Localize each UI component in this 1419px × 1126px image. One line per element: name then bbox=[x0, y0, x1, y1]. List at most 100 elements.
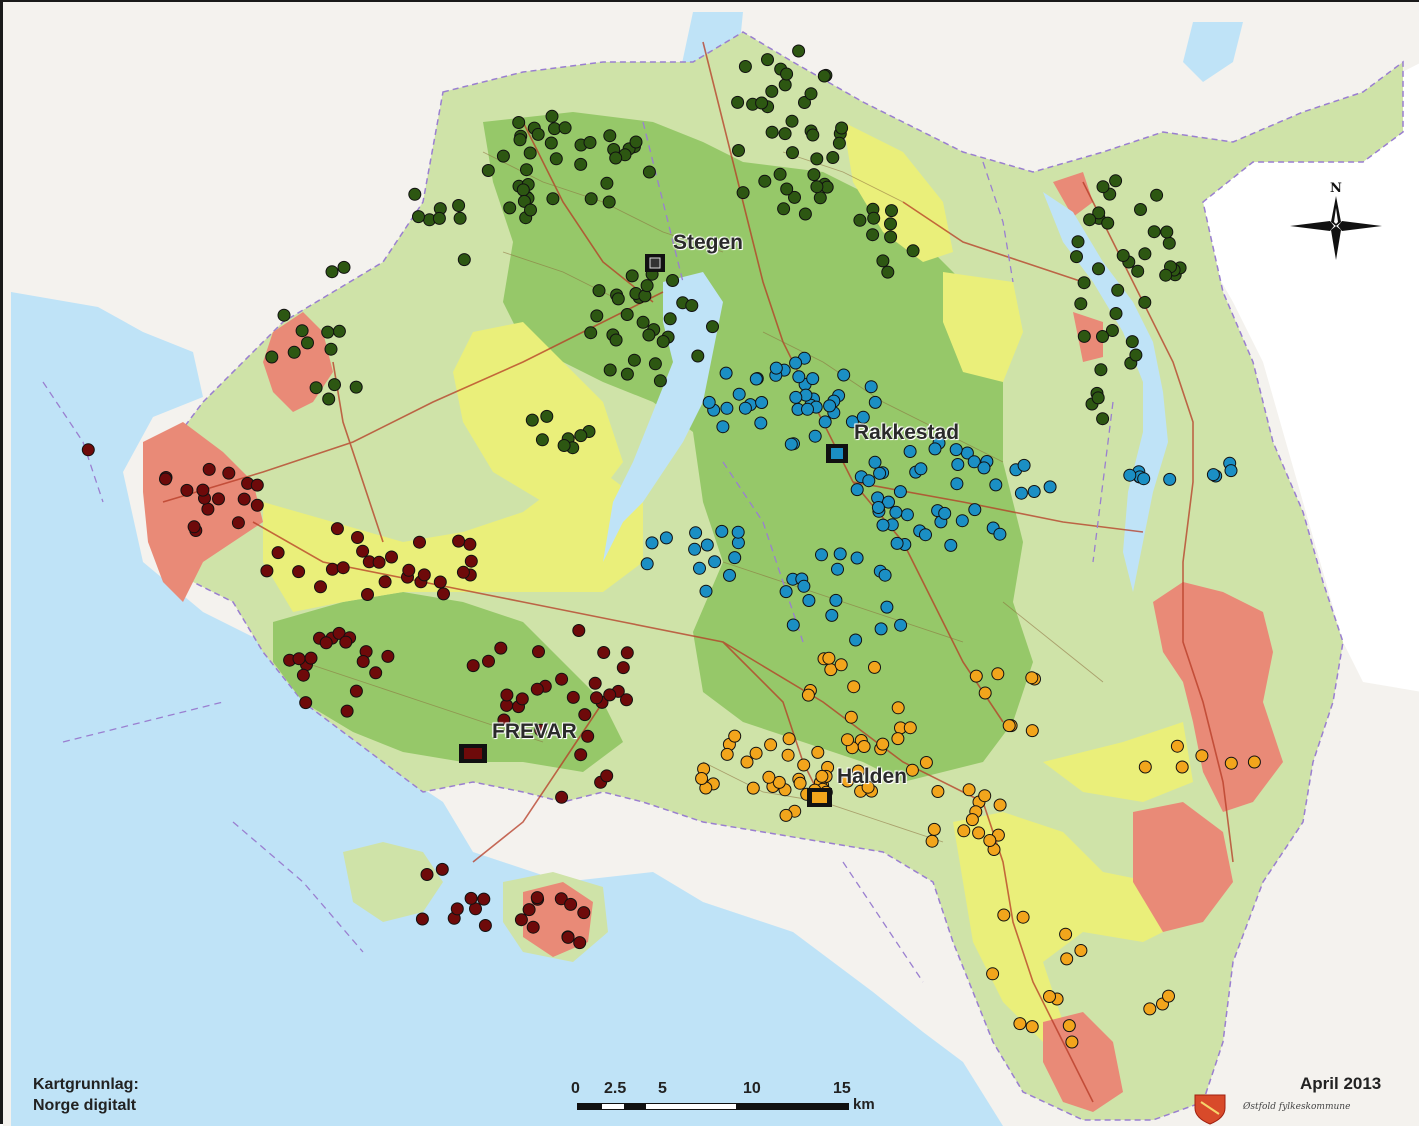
site-marker-orange[interactable] bbox=[1162, 989, 1175, 1003]
site-marker-green[interactable] bbox=[544, 136, 558, 150]
site-marker-darkred[interactable] bbox=[600, 769, 614, 783]
site-marker-blue[interactable] bbox=[723, 568, 736, 582]
site-marker-green[interactable] bbox=[592, 284, 606, 298]
site-marker-orange[interactable] bbox=[1247, 755, 1261, 769]
site-marker-darkred[interactable] bbox=[620, 693, 633, 707]
site-marker-orange[interactable] bbox=[957, 824, 971, 838]
site-marker-green[interactable] bbox=[642, 165, 656, 179]
site-marker-darkred[interactable] bbox=[603, 688, 617, 702]
site-marker-green[interactable] bbox=[545, 109, 559, 123]
site-marker-green[interactable] bbox=[876, 254, 890, 268]
site-marker-orange[interactable] bbox=[1175, 760, 1189, 774]
site-marker-blue[interactable] bbox=[808, 429, 822, 443]
site-marker-orange[interactable] bbox=[925, 834, 939, 848]
site-marker-blue[interactable] bbox=[732, 387, 746, 401]
site-marker-green[interactable] bbox=[817, 69, 831, 83]
site-marker-green[interactable] bbox=[780, 182, 794, 196]
site-marker-green[interactable] bbox=[525, 413, 539, 427]
site-marker-green[interactable] bbox=[653, 374, 667, 388]
site-marker-darkred[interactable] bbox=[555, 672, 569, 686]
site-marker-orange[interactable] bbox=[841, 774, 855, 788]
site-marker-darkred[interactable] bbox=[319, 636, 333, 650]
site-marker-blue[interactable] bbox=[797, 579, 811, 593]
site-marker-darkred[interactable] bbox=[477, 892, 491, 906]
site-marker-green[interactable] bbox=[1159, 268, 1173, 282]
site-marker-orange[interactable] bbox=[986, 967, 1000, 981]
site-marker-darkred[interactable] bbox=[212, 492, 225, 506]
site-marker-blue[interactable] bbox=[700, 538, 714, 552]
site-marker-blue[interactable] bbox=[837, 368, 851, 382]
site-marker-orange[interactable] bbox=[993, 798, 1007, 812]
site-marker-orange[interactable] bbox=[801, 688, 815, 702]
site-marker-orange[interactable] bbox=[905, 763, 919, 777]
site-marker-green[interactable] bbox=[287, 345, 301, 359]
site-marker-darkred[interactable] bbox=[616, 661, 630, 675]
site-marker-orange[interactable] bbox=[972, 826, 986, 840]
site-marker-green[interactable] bbox=[625, 269, 639, 283]
site-marker-darkred[interactable] bbox=[299, 696, 313, 710]
site-marker-orange[interactable] bbox=[728, 729, 742, 743]
site-marker-darkred[interactable] bbox=[500, 688, 514, 702]
site-marker-blue[interactable] bbox=[949, 443, 963, 457]
site-marker-darkred[interactable] bbox=[452, 534, 466, 548]
site-marker-green[interactable] bbox=[523, 146, 537, 160]
site-marker-darkred[interactable] bbox=[514, 913, 528, 927]
site-marker-darkred[interactable] bbox=[413, 535, 426, 549]
site-marker-green[interactable] bbox=[603, 363, 617, 377]
site-marker-green[interactable] bbox=[1074, 297, 1088, 311]
site-marker-green[interactable] bbox=[325, 265, 339, 279]
site-marker-green[interactable] bbox=[1109, 174, 1123, 188]
site-marker-darkred[interactable] bbox=[202, 462, 216, 476]
site-marker-orange[interactable] bbox=[1065, 1035, 1079, 1049]
site-marker-green[interactable] bbox=[1150, 188, 1164, 202]
site-marker-green[interactable] bbox=[609, 151, 623, 165]
site-marker-blue[interactable] bbox=[951, 458, 965, 471]
site-marker-green[interactable] bbox=[1131, 264, 1145, 278]
site-marker-orange[interactable] bbox=[876, 737, 890, 751]
site-marker-orange[interactable] bbox=[1143, 1002, 1157, 1016]
site-marker-green[interactable] bbox=[620, 308, 634, 321]
site-marker-green[interactable] bbox=[642, 328, 656, 342]
site-marker-green[interactable] bbox=[885, 204, 898, 218]
site-marker-green[interactable] bbox=[513, 133, 527, 147]
site-marker-blue[interactable] bbox=[919, 528, 932, 542]
site-marker-darkred[interactable] bbox=[522, 903, 536, 917]
site-marker-darkred[interactable] bbox=[420, 868, 434, 881]
site-marker-green[interactable] bbox=[602, 195, 616, 209]
site-marker-blue[interactable] bbox=[738, 401, 752, 415]
site-marker-blue[interactable] bbox=[719, 366, 733, 380]
site-marker-blue[interactable] bbox=[715, 524, 729, 538]
site-marker-green[interactable] bbox=[884, 217, 897, 231]
site-marker-blue[interactable] bbox=[850, 551, 864, 565]
site-marker-blue[interactable] bbox=[829, 593, 843, 607]
site-marker-green[interactable] bbox=[810, 152, 824, 166]
site-marker-green[interactable] bbox=[1129, 348, 1143, 362]
site-marker-green[interactable] bbox=[584, 192, 598, 206]
site-marker-green[interactable] bbox=[1070, 250, 1083, 264]
site-marker-orange[interactable] bbox=[1195, 749, 1209, 763]
site-marker-darkred[interactable] bbox=[581, 729, 595, 743]
site-marker-orange[interactable] bbox=[1016, 910, 1030, 924]
site-marker-blue[interactable] bbox=[825, 608, 839, 622]
site-marker-blue[interactable] bbox=[708, 555, 722, 569]
site-marker-orange[interactable] bbox=[868, 660, 881, 674]
site-marker-orange[interactable] bbox=[740, 755, 754, 769]
site-marker-green[interactable] bbox=[1077, 276, 1091, 290]
site-marker-green[interactable] bbox=[1091, 391, 1105, 405]
site-marker-darkred[interactable] bbox=[435, 862, 449, 876]
site-marker-darkred[interactable] bbox=[361, 588, 374, 601]
site-marker-green[interactable] bbox=[1092, 262, 1105, 276]
site-marker-blue[interactable] bbox=[968, 503, 982, 517]
site-marker-orange[interactable] bbox=[1025, 1020, 1039, 1034]
site-marker-darkred[interactable] bbox=[292, 565, 306, 579]
site-marker-blue[interactable] bbox=[1043, 480, 1057, 494]
site-marker-green[interactable] bbox=[1160, 225, 1174, 239]
site-marker-green[interactable] bbox=[620, 367, 634, 381]
site-marker-green[interactable] bbox=[349, 380, 363, 394]
site-marker-green[interactable] bbox=[685, 299, 699, 312]
site-marker-blue[interactable] bbox=[893, 485, 907, 499]
site-marker-darkred[interactable] bbox=[304, 651, 318, 665]
site-marker-orange[interactable] bbox=[978, 686, 992, 700]
site-marker-orange[interactable] bbox=[841, 733, 854, 747]
site-marker-green[interactable] bbox=[835, 121, 849, 135]
